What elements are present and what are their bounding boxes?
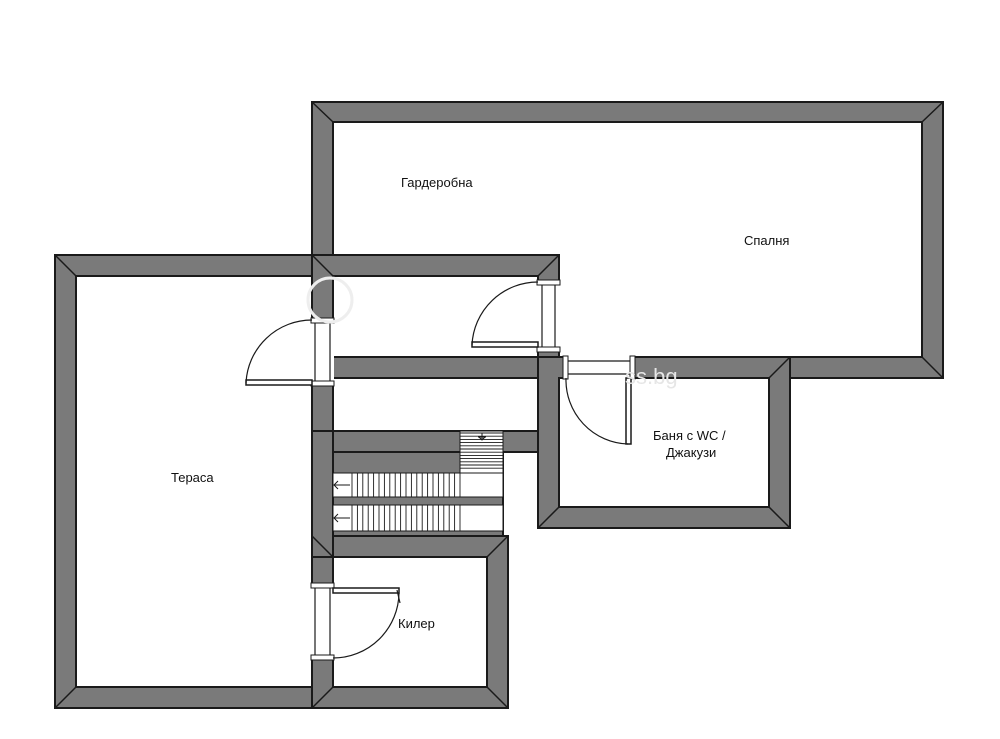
wall-hall [311, 254, 560, 453]
room-label-terasa: Тераса [171, 470, 214, 485]
door-pantry [310, 582, 401, 661]
room-label-garderobna: Гардеробна [401, 175, 473, 190]
wall-bedroom [311, 101, 944, 379]
room-label-spalnya: Спалня [744, 233, 789, 248]
stair-arrow-icon [478, 433, 486, 441]
room-label-banya-line1: Баня с WC / [653, 428, 726, 443]
stair-arrow-icon [333, 513, 350, 523]
door-bathroom [562, 355, 636, 445]
wall-corner-lines [54, 101, 944, 709]
staircase [332, 430, 504, 532]
stair-arrow-icon [333, 480, 350, 490]
door-terrace [245, 317, 335, 387]
watermark-logo-icon [306, 276, 354, 324]
room-label-kiler: Килер [398, 616, 435, 631]
room-label-banya-line2: Джакузи [666, 445, 716, 460]
watermark-text: ss.bg [625, 364, 678, 389]
door-bedroom [471, 279, 561, 353]
